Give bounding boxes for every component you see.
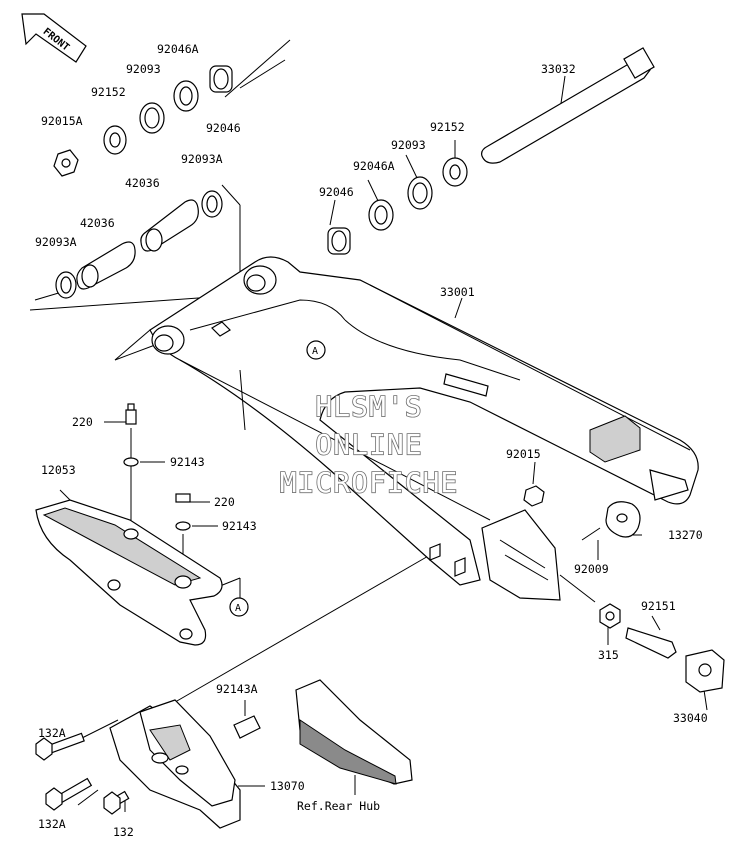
watermark-line-2: ONLINE <box>315 428 422 461</box>
part-label: 92152 <box>430 120 465 134</box>
pivot-hardware-left <box>53 65 233 299</box>
part-labels: 92046A 92093 92152 92046 92015A 92093A 4… <box>35 42 708 839</box>
svg-text:A: A <box>235 603 241 614</box>
watermark-line-3: MICROFICHE <box>280 466 459 499</box>
right-side-hardware <box>523 485 725 693</box>
part-label: 92015 <box>506 447 541 461</box>
part-label: 33032 <box>541 62 576 76</box>
reference-marker-a-upper: A <box>306 340 326 360</box>
svg-text:A: A <box>312 346 318 357</box>
part-label: 92151 <box>641 599 676 613</box>
slider-fasteners <box>123 403 191 531</box>
collar-92143a <box>233 715 261 739</box>
part-label: 132A <box>38 726 66 740</box>
washer-92143-lower <box>175 521 191 531</box>
bolt-92009 <box>581 527 601 541</box>
chain-adjuster-block <box>589 415 641 463</box>
bolt-220-upper <box>125 409 137 425</box>
part-label: 92143 <box>170 455 205 469</box>
axle-plate <box>481 509 561 601</box>
part-label: 12053 <box>41 463 76 477</box>
bolt-92151 <box>625 627 677 659</box>
part-label: 13270 <box>668 528 703 542</box>
watermark: HLSM'S ONLINE MICROFICHE <box>279 389 459 500</box>
guide-bolts <box>35 732 130 815</box>
part-label: 42036 <box>80 216 115 230</box>
front-arrow-icon: FRONT <box>21 13 87 63</box>
part-label: 33001 <box>440 285 475 299</box>
part-label: 92046A <box>353 159 395 173</box>
part-label: 13070 <box>270 779 305 793</box>
nut-92015 <box>523 485 545 507</box>
reference-marker-a-lower: A <box>229 597 249 617</box>
part-label: 92143A <box>216 682 258 696</box>
part-label: 132A <box>38 817 66 831</box>
part-label: 220 <box>214 495 235 509</box>
part-label: 92093 <box>126 62 161 76</box>
swingarm-33001 <box>149 256 699 601</box>
washer-92143-upper <box>123 457 139 467</box>
part-label: 92046 <box>319 185 354 199</box>
bolt-220-lower <box>175 493 191 503</box>
pivot-shaft-33032 <box>481 61 651 164</box>
part-label: 92143 <box>222 519 257 533</box>
part-label: 315 <box>598 648 619 662</box>
part-label: 92093A <box>181 152 223 166</box>
part-label: 92046A <box>157 42 199 56</box>
part-label: 132 <box>113 825 134 839</box>
part-label: 42036 <box>125 176 160 190</box>
chain-guide-13070 <box>109 679 413 829</box>
watermark-line-1: HLSM'S <box>315 390 422 423</box>
part-label: 92046 <box>206 121 241 135</box>
part-label: 33040 <box>673 711 708 725</box>
part-label: 220 <box>72 415 93 429</box>
part-label: 92152 <box>91 85 126 99</box>
part-label: 92093A <box>35 235 77 249</box>
part-label: 92093 <box>391 138 426 152</box>
part-label: 92015A <box>41 114 83 128</box>
part-label: 92009 <box>574 562 609 576</box>
ref-note: Ref.Rear Hub <box>297 799 380 813</box>
chain-slider-12053 <box>35 499 223 646</box>
pivot-shaft-hardware <box>327 47 655 255</box>
